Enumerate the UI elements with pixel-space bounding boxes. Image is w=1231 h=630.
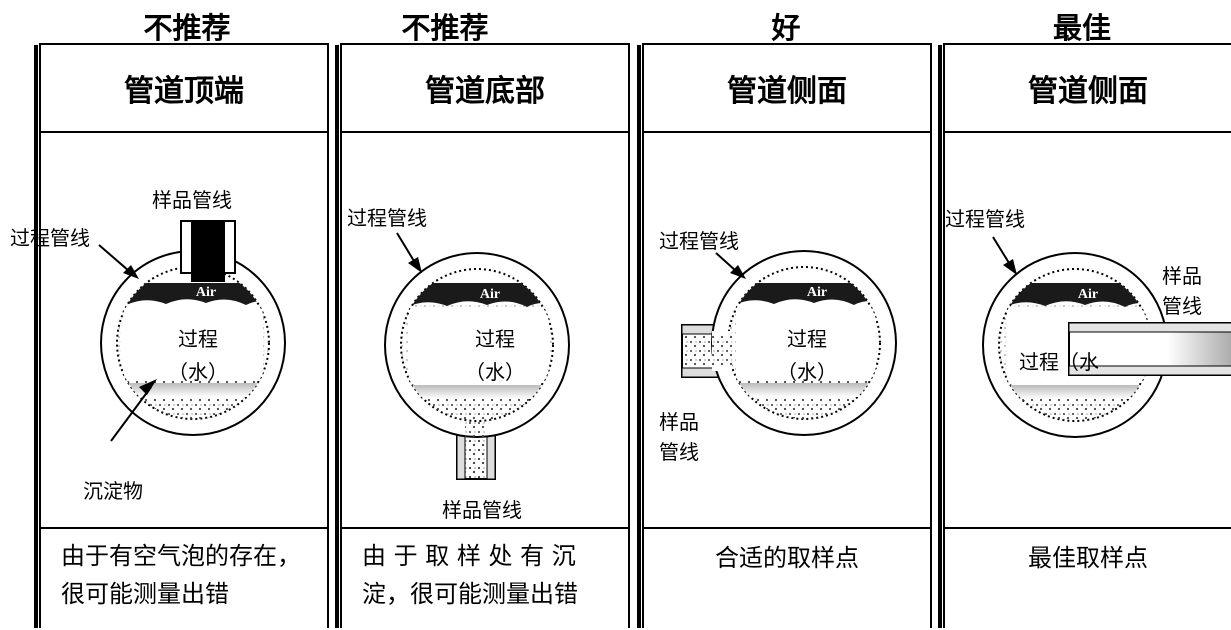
panel-title: 管道顶端 [41, 45, 327, 133]
panel-title: 管道底部 [342, 45, 628, 133]
process-line-label: 过程管线 [945, 207, 1025, 231]
pipe-diagram: Air 过程管线 样品 管线 过程（水 [945, 133, 1231, 529]
water-label: （水） [777, 360, 837, 384]
panel-description: 由 于 取 样 处 有 沉 淀，很可能测量出错 [362, 542, 578, 608]
panel-description: 由于有空气泡的存在，很可能测量出错 [61, 542, 301, 608]
panel-pipe-side-good: 管道侧面 [637, 43, 932, 628]
air-label: Air [196, 285, 216, 300]
pipe-side-best-svg: Air [982, 236, 1231, 438]
panel-shadow [637, 45, 641, 628]
process-line-label: 过程管线 [10, 226, 90, 250]
sample-line-label-line2: 管线 [1162, 294, 1202, 318]
sample-line-label-line2: 管线 [659, 440, 699, 464]
air-label: Air [807, 285, 827, 300]
panel-shadow [335, 45, 339, 628]
pipe-diagram: Air 样品管线 过程管线 过程 （水） 沉淀物 [10, 133, 327, 529]
sample-line-label-line1: 样品 [1162, 264, 1202, 288]
air-label: Air [480, 287, 500, 302]
sample-line-label: 样品管线 [442, 498, 522, 522]
process-label: 过程 [178, 327, 218, 351]
water-label: （水） [465, 360, 525, 384]
rating-side-best: 最佳 [1052, 11, 1111, 45]
rating-top: 不推荐 [143, 11, 231, 45]
pipe-top-svg: Air [98, 220, 286, 442]
rating-side: 好 [771, 11, 801, 45]
process-line-label: 过程管线 [659, 229, 739, 253]
sample-line-label-line1: 样品 [659, 410, 699, 434]
rating-bottom: 不推荐 [401, 11, 489, 45]
panel-title: 管道侧面 [945, 45, 1231, 133]
pipe-diagram: Air 过程管线 过程 （水） 样品 管线 [644, 133, 930, 529]
panel-title: 管道侧面 [644, 45, 930, 133]
panel-pipe-top: 管道顶端 Air [10, 43, 329, 628]
pipe-diagram: Air 过程管线 过程 （水） 样品管线 [342, 133, 628, 529]
panel-shadow [34, 45, 38, 628]
panel-description: 最佳取样点 [1028, 544, 1148, 572]
sample-line-label: 样品管线 [152, 188, 232, 212]
sediment-label: 沉淀物 [83, 479, 143, 503]
pipe-side-good-svg: Air [681, 250, 897, 436]
panel-pipe-bottom: 管道底部 [335, 43, 630, 628]
water-label: （水） [168, 360, 228, 384]
air-label: Air [1078, 287, 1098, 302]
panel-pipe-side-best: 管道侧面 [938, 43, 1231, 628]
process-water-label: 过程（水 [1019, 350, 1099, 374]
process-line-label: 过程管线 [347, 206, 427, 230]
process-label: 过程 [475, 327, 515, 351]
panel-shadow [938, 45, 942, 628]
pipe-bottom-svg: Air [384, 232, 570, 480]
process-label: 过程 [787, 327, 827, 351]
panel-description: 合适的取样点 [715, 544, 859, 572]
